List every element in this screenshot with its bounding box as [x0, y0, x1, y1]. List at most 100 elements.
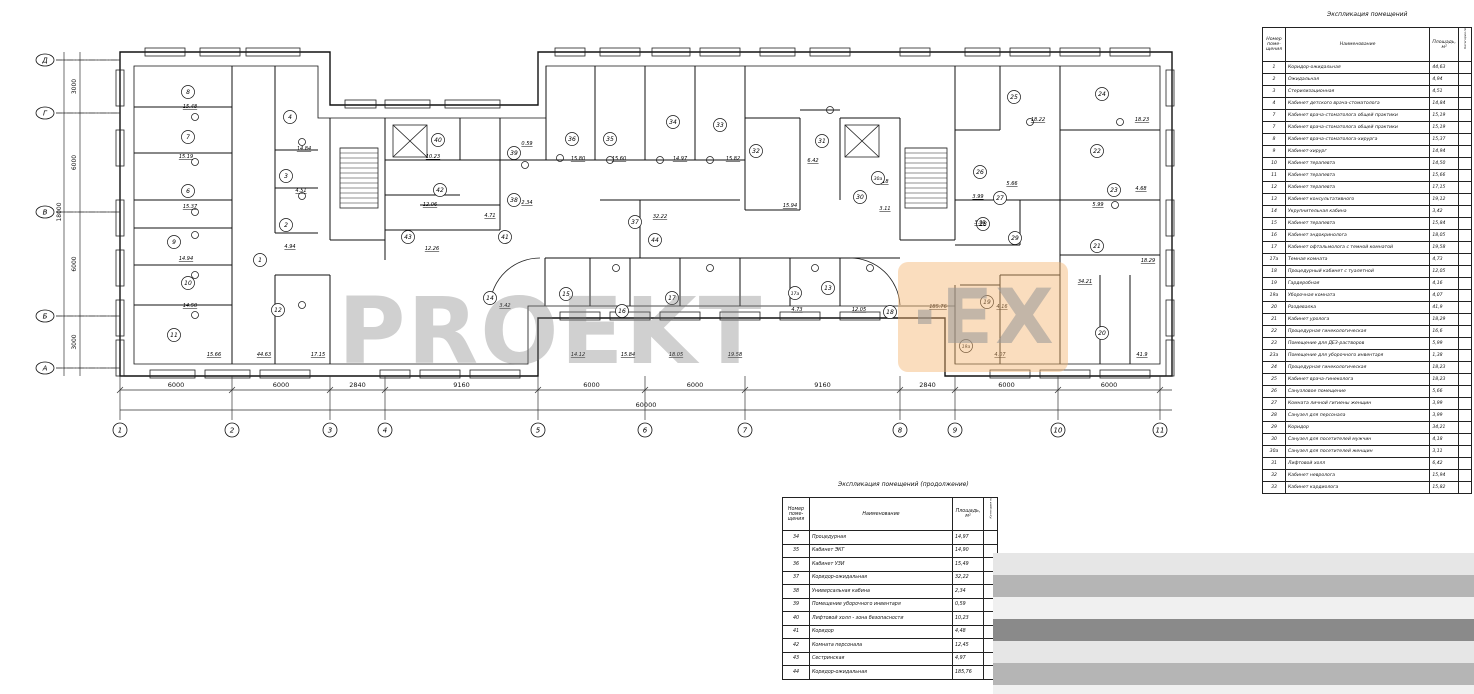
table2-cell-name: Процедурная — [809, 530, 953, 545]
room-number-bubble — [973, 165, 987, 179]
dim-tick — [534, 386, 542, 394]
room-area: 4.16 — [996, 304, 1007, 310]
window-right — [1165, 129, 1175, 167]
pixel-block — [1065, 575, 1089, 597]
pixel-block — [1449, 619, 1473, 641]
table1-cell-area: 17,15 — [1429, 181, 1459, 194]
table2-cell-name: Кабинет УЗИ — [809, 557, 953, 572]
table1-cell-name: Кабинет консультативного — [1284, 193, 1431, 206]
pixel-block — [1401, 597, 1425, 619]
pixel-block — [1233, 619, 1257, 641]
pixel-block — [1113, 575, 1137, 597]
table1-cell-number: 3 — [1262, 85, 1286, 98]
table1-cell-category — [1458, 301, 1472, 314]
table1-cell-number: 21 — [1262, 313, 1286, 326]
pixel-block — [1449, 685, 1473, 694]
pixel-block — [1041, 641, 1065, 663]
table1-cell-area: 5,66 — [1429, 385, 1459, 398]
table1-cell-number: 17 — [1262, 241, 1286, 254]
window-top — [1059, 47, 1101, 57]
table2-cell-number: 35 — [782, 543, 810, 558]
table1-cell-name: Стерилизационная — [1284, 85, 1431, 98]
room-number-bubble — [1007, 90, 1021, 104]
pixel-block — [1017, 685, 1041, 694]
room-area: 5.66 — [1006, 181, 1017, 187]
pixel-block — [1257, 619, 1281, 641]
table2-cell-area: 0,59 — [952, 597, 984, 612]
pixel-block — [1233, 641, 1257, 663]
table1-cell-category — [1458, 253, 1472, 266]
pixel-block — [1281, 619, 1305, 641]
table1-cell-number: 31 — [1262, 457, 1286, 470]
table1-cell-area: 44,63 — [1429, 61, 1459, 74]
sink-icon — [1026, 118, 1034, 126]
pixel-block — [1137, 597, 1161, 619]
table2-cell-number: 37 — [782, 570, 810, 585]
pixel-block — [1329, 553, 1353, 575]
dim-label-vertical: 6000 — [71, 256, 78, 271]
axis-number-label: 9 — [953, 427, 958, 435]
table1-cell-name: Кабинет кардиолога — [1284, 481, 1431, 494]
room-number-bubble — [1008, 231, 1022, 245]
room-number-bubble — [559, 287, 573, 301]
pixel-block — [1089, 619, 1113, 641]
fixtures-and-doors — [115, 47, 1175, 379]
table1-cell-number: 7 — [1262, 109, 1286, 122]
window-bottom — [1099, 369, 1151, 379]
room-schedule-table: Номер поме- щения Наименование Площадь, … — [1262, 27, 1472, 494]
room-area: 6.42 — [807, 158, 818, 164]
axis-bubble — [530, 422, 546, 438]
table1-cell-area: 15,37 — [1429, 133, 1459, 146]
pixel-block — [1305, 685, 1329, 694]
pixel-block — [1329, 663, 1353, 685]
room-number: 30 — [856, 194, 864, 201]
room-number-bubble — [788, 286, 802, 300]
table1-cell-name: Коридор — [1284, 421, 1431, 434]
axis-bubble — [322, 422, 338, 438]
room-number-bubble — [666, 115, 680, 129]
table1-cell-category — [1458, 337, 1472, 350]
pixel-block — [1377, 663, 1401, 685]
table1-cell-number: 10 — [1262, 157, 1286, 170]
room-area: 15.37 — [183, 204, 198, 210]
pixel-block — [1281, 575, 1305, 597]
pixel-block — [1233, 553, 1257, 575]
room-area: 4.71 — [484, 213, 495, 219]
pixel-block — [1257, 663, 1281, 685]
axis-bubble — [35, 205, 55, 219]
pixel-block — [1209, 597, 1233, 619]
pixel-block — [1425, 597, 1449, 619]
dim-label: 6000 — [273, 381, 290, 389]
table1-cell-number: 28 — [1262, 409, 1286, 422]
room-area: 18.05 — [669, 352, 683, 358]
room-area: 19.58 — [728, 352, 742, 358]
table2-cell-name: Помещение уборочного инвентаря — [809, 597, 953, 612]
table1-cell-category — [1458, 289, 1472, 302]
table1-cell-category — [1458, 193, 1472, 206]
table1-cell-category — [1458, 313, 1472, 326]
pixel-block — [1377, 553, 1401, 575]
pixel-block — [1041, 663, 1065, 685]
room-area: 0.59 — [521, 141, 532, 147]
room-number-bubble — [713, 118, 727, 132]
table1-cell-area: 15,66 — [1429, 169, 1459, 182]
room-area: 14.84 — [297, 146, 311, 152]
table1-cell-number: 26 — [1262, 385, 1286, 398]
pixel-block — [1137, 663, 1161, 685]
table1-cell-name: Процедурная гинекологическая — [1284, 361, 1431, 374]
table2-cell-number: 44 — [782, 665, 810, 680]
axis-bubble — [637, 422, 653, 438]
window-right — [1165, 69, 1175, 107]
